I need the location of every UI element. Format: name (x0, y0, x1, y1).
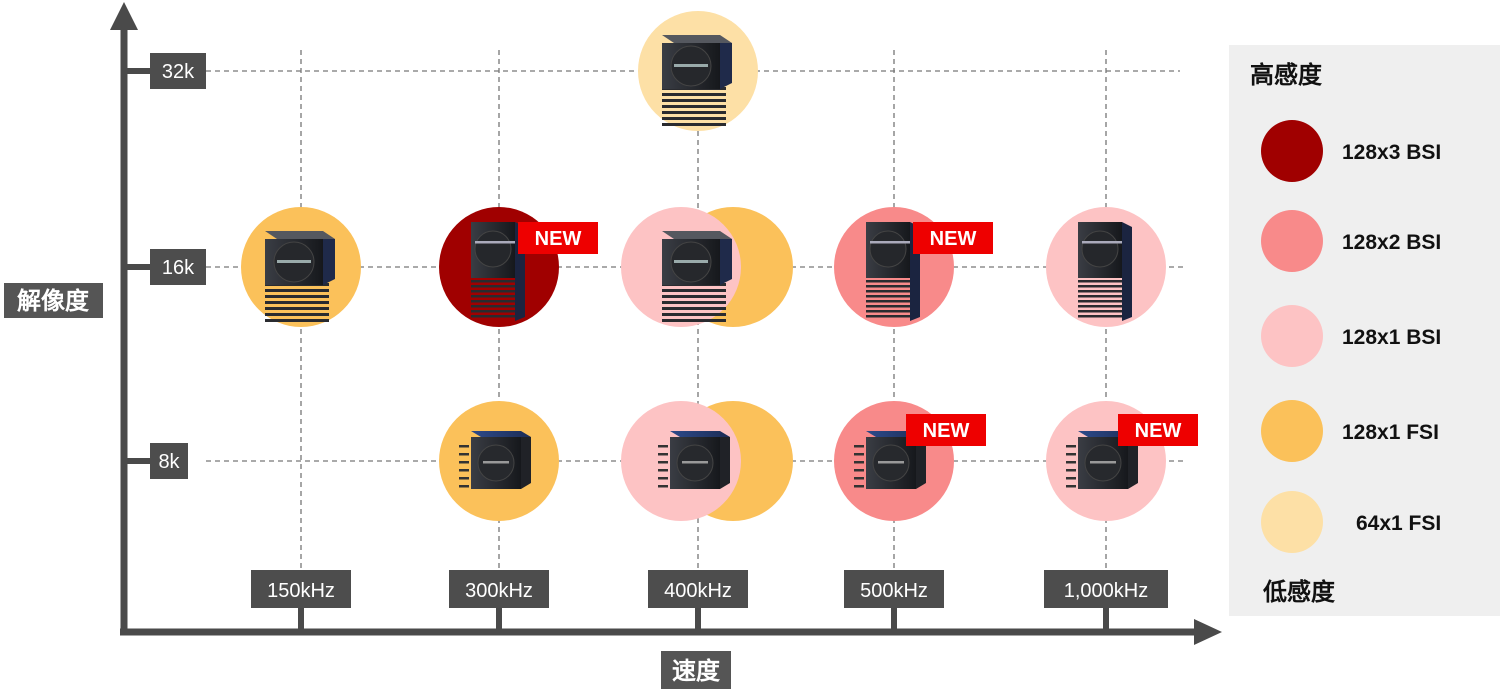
product-bubble (638, 11, 758, 131)
legend-item: 128x2 BSI (1261, 210, 1441, 272)
product-bubble: NEW (834, 207, 993, 327)
y-tick-label-box (150, 443, 188, 479)
line-scan-camera-icon (265, 231, 335, 322)
axis-ticks: 32k 16k 8k 150kHz 300kHz 400kHz 500kHz 1,000kHz (124, 53, 1168, 632)
legend-swatch (1261, 210, 1323, 272)
legend-label: 64x1 FSI (1356, 512, 1441, 535)
new-badge: NEW (1118, 414, 1198, 446)
product-bubble (1046, 207, 1166, 327)
legend-item: 64x1 FSI (1261, 491, 1441, 553)
legend-swatch (1261, 400, 1323, 462)
x-axis-title-text: 速度 (672, 657, 721, 685)
line-scan-camera-icon (662, 35, 732, 126)
legend-label: 128x3 BSI (1342, 141, 1441, 164)
line-scan-camera-icon (658, 431, 730, 489)
product-bubble: NEW (439, 207, 598, 327)
x-axis-arrow-icon (1194, 619, 1222, 645)
product-bubbles: NEW NEW NEW NEW (241, 11, 1198, 521)
new-badge-text: NEW (535, 228, 582, 250)
legend-low-sensitivity-label: 低感度 (1262, 578, 1336, 606)
x-tick-label-box (1044, 570, 1168, 608)
product-bubble (241, 207, 361, 327)
x-axis-title: 速度 (661, 651, 731, 689)
line-scan-camera-icon (662, 231, 732, 322)
line-scan-camera-icon (459, 431, 531, 489)
x-tick-label: 500kHz (860, 580, 928, 602)
x-tick-label-box (844, 570, 944, 608)
legend-label: 128x1 BSI (1342, 326, 1441, 349)
y-tick-label: 16k (162, 257, 195, 279)
line-scan-camera-icon (471, 222, 525, 321)
legend-item: 128x1 BSI (1261, 305, 1441, 367)
line-scan-camera-icon (1066, 431, 1138, 489)
new-badge: NEW (518, 222, 598, 254)
legend-swatch (1261, 305, 1323, 367)
y-tick-label-box (150, 249, 206, 285)
legend: 高感度 128x3 BSI 128x2 BSI 128x1 BSI 128x1 FSI… (1229, 45, 1500, 616)
line-scan-camera-icon (1078, 222, 1132, 321)
x-tick-label-box (648, 570, 748, 608)
x-tick-label: 400kHz (664, 580, 732, 602)
new-badge: NEW (913, 222, 993, 254)
product-bubble: NEW (834, 401, 986, 521)
legend-item: 128x1 FSI (1261, 400, 1439, 462)
x-tick-label: 150kHz (267, 580, 335, 602)
product-bubble (621, 401, 793, 521)
legend-label: 128x2 BSI (1342, 231, 1441, 254)
new-badge-text: NEW (930, 228, 977, 250)
product-bubble (439, 401, 559, 521)
x-tick-label: 1,000kHz (1064, 580, 1149, 602)
x-tick-label-box (449, 570, 549, 608)
legend-item: 128x3 BSI (1261, 120, 1441, 182)
new-badge: NEW (906, 414, 986, 446)
legend-swatch (1261, 491, 1323, 553)
y-tick-label: 32k (162, 61, 195, 83)
y-tick-label: 8k (158, 451, 180, 473)
legend-swatch (1261, 120, 1323, 182)
x-tick-label: 300kHz (465, 580, 533, 602)
product-bubble: NEW (1046, 401, 1198, 521)
legend-label: 128x1 FSI (1342, 421, 1439, 444)
x-tick-label-box (251, 570, 351, 608)
product-bubble (621, 207, 793, 327)
legend-high-sensitivity-label: 高感度 (1250, 61, 1323, 89)
y-axis-title-text: 解像度 (17, 287, 90, 315)
y-axis-title: 解像度 (4, 283, 103, 318)
new-badge-text: NEW (1135, 420, 1182, 442)
y-tick-label-box (150, 53, 206, 89)
y-axis-arrow-icon (110, 2, 138, 30)
new-badge-text: NEW (923, 420, 970, 442)
line-scan-camera-icon (866, 222, 920, 321)
